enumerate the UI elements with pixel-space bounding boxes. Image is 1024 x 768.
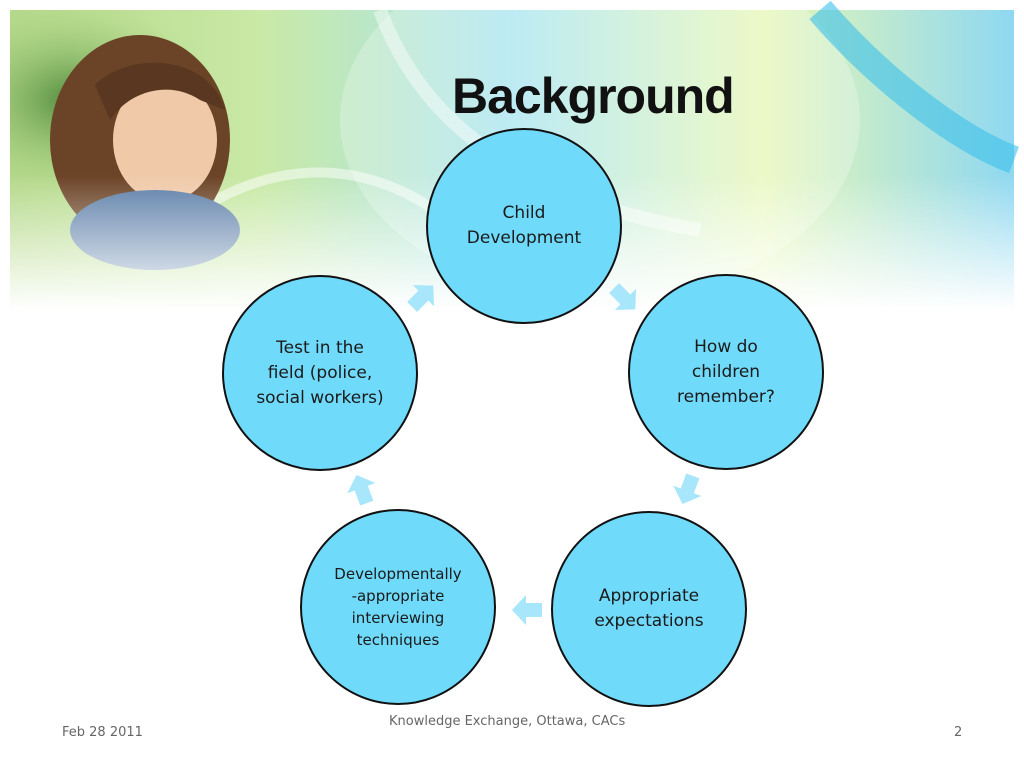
node-child-development: Child Development bbox=[426, 128, 622, 324]
node-test-in-the-field: Test in the field (police, social worker… bbox=[222, 275, 418, 471]
arrow-3-to-4 bbox=[512, 595, 542, 625]
node-appropriate-expectations: Appropriate expectations bbox=[551, 511, 747, 707]
node-how-children-remember: How do children remember? bbox=[628, 274, 824, 470]
arrow-1-to-2 bbox=[609, 283, 637, 311]
arrow-4-to-5 bbox=[347, 474, 376, 506]
page-number: 2 bbox=[954, 725, 963, 740]
arrow-5-to-1 bbox=[407, 284, 435, 312]
footer-date: Feb 28 2011 bbox=[62, 725, 143, 740]
arrow-2-to-3 bbox=[673, 473, 702, 505]
slide-title: Background bbox=[452, 68, 735, 124]
node-developmentally-appropriate-techniques: Developmentally -appropriate interviewin… bbox=[300, 509, 496, 705]
footer-center-text: Knowledge Exchange, Ottawa, CACs bbox=[389, 714, 626, 729]
